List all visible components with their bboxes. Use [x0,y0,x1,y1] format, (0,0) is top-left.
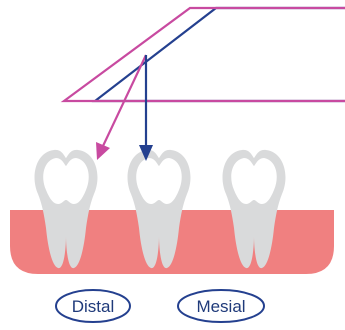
mesial-label: Mesial [178,290,264,322]
mesial-label-text: Mesial [196,297,245,316]
distal-label: Distal [56,290,130,322]
blue-beam-outline [95,8,345,101]
distal-label-text: Distal [72,297,115,316]
magenta-beam-outline [64,8,345,101]
